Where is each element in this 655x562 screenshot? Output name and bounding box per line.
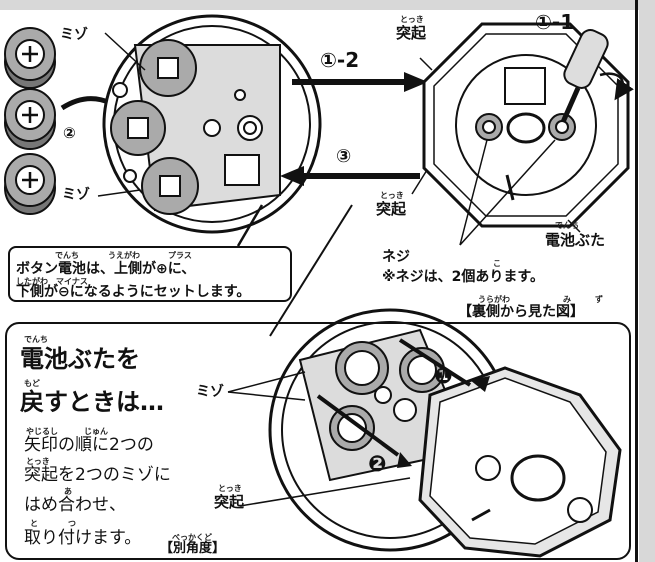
label-tokki-top: 突起 [396, 24, 427, 42]
ruby-tokki-body: とっき [26, 457, 50, 466]
right-border [639, 0, 655, 562]
instructions-box [5, 322, 631, 560]
instructions-body3: はめ合わせ、 [24, 495, 126, 515]
step-2-circle: ② [63, 124, 76, 142]
battery-note-line2: 下側が⊖になるようにセットします。 [16, 284, 251, 300]
ruby-jun: じゅん [84, 427, 108, 436]
battery-note-box [8, 246, 292, 302]
instructions-body4: 取り付けます。 [24, 528, 142, 548]
ruby-ko: こ [493, 259, 501, 268]
label-tokki-mid: 突起 [376, 200, 407, 218]
ruby-to: と [30, 519, 38, 528]
ruby-zu: ず [595, 295, 603, 304]
arrow-1-2 [404, 72, 428, 92]
instructions-heading1: 電池ぶたを [20, 345, 140, 373]
instructions-body2: 突起を2つのミゾに [24, 465, 171, 485]
ruby-purasu: プラス [168, 251, 192, 260]
instructions-heading2: 戻すときは… [20, 388, 164, 416]
battery-compartment [102, 14, 322, 234]
step-1-2-label: ①-2 [320, 48, 360, 72]
ruby-mainasu: マイナス [56, 277, 88, 286]
label-mizo-bottom: ミゾ [62, 187, 90, 203]
ruby-tsu: つ [68, 519, 76, 528]
neji-note: ※ネジは、2個あります。 [382, 269, 544, 285]
battery-stack-middle [4, 88, 56, 150]
ruby-tokki-top: とっき [400, 15, 424, 24]
reattach-illustration [268, 308, 622, 558]
right-divider [635, 0, 638, 562]
step-1-1-label: ①-1 [535, 10, 575, 34]
label-neji: ネジ [382, 249, 410, 265]
ruby-uragawa: うらがわ [478, 295, 510, 304]
label-tokki-bottom: 突起 [214, 493, 245, 511]
back-view-label: 【裏側から見た図】 [458, 304, 584, 320]
top-border [0, 0, 655, 10]
ruby-yajirushi: やじるし [26, 427, 58, 436]
ruby-denchi-heading: でんち [24, 335, 48, 344]
battery-stack-top [4, 27, 56, 89]
other-angle-label: 【別角度】 [160, 541, 226, 556]
label-mizo-top: ミゾ [60, 27, 88, 43]
step-3-label: ③ [336, 146, 352, 167]
ruby-shitagawa: したがわ [16, 277, 48, 286]
ruby-uegawa: うえがわ [108, 251, 140, 260]
ruby-a: あ [64, 487, 72, 496]
ruby-modo: もど [24, 379, 40, 388]
ruby-denchi-buta: でんち [555, 221, 579, 230]
ruby-tokki-mid: とっき [380, 191, 404, 200]
battery-note-line1: ボタン電池は、上側が⊕に、 [16, 261, 196, 277]
screwdriver-icon [560, 29, 634, 124]
label-denchi-buta: 電池ぶた [545, 231, 606, 249]
ruby-denchi: でんち [55, 251, 79, 260]
ruby-mi: み [563, 295, 571, 304]
order-2-badge: ❷ [368, 452, 387, 477]
arrow-3 [280, 166, 304, 186]
instructions-body1: 矢印の順に2つの [24, 435, 154, 455]
order-1-badge: ❶ [434, 364, 453, 389]
battery-stack-bottom [4, 153, 56, 215]
ruby-tokki-bottom: とっき [218, 484, 242, 493]
ruby-bekkakudo: べっかくど [172, 533, 212, 542]
label-mizo-left: ミゾ [196, 384, 224, 400]
